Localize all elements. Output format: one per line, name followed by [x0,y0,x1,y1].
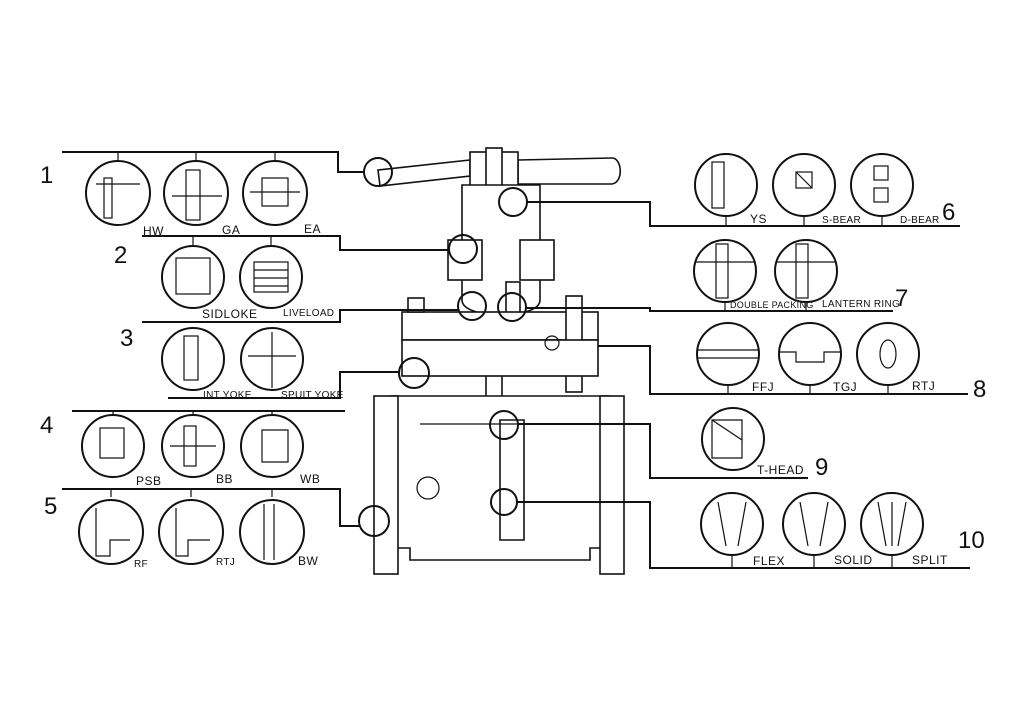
detail-tgj [778,322,842,386]
bolt-left [407,297,425,313]
detail-wb [240,414,304,478]
detail-psb [81,414,145,478]
label-d-bear: D-BEAR [900,215,940,226]
leader-1 [62,151,364,173]
detail-liveload [239,245,303,309]
label-psb: PSB [136,474,162,488]
detail-ys [694,153,758,217]
detail-t-head [701,407,765,471]
detail-spuit-yoke [240,327,304,391]
detail-ffj [696,322,760,386]
group-number-3: 3 [120,325,133,352]
detail-ga [163,160,229,226]
body-port [416,476,440,500]
end-flange-left [373,395,399,575]
handwheel-spoke-right [517,157,622,185]
label-tgj: TGJ [833,380,857,394]
group-number-7: 7 [895,285,908,312]
detail-rtj-joint [856,322,920,386]
label-ea: EA [304,222,321,236]
group-number-9: 9 [815,454,828,481]
detail-int-yoke [161,327,225,391]
group-number-1: 1 [40,162,53,189]
leader-8 [598,345,968,395]
label-t-head: T-HEAD [757,463,804,477]
detail-rtj [158,499,224,565]
leader-5 [62,488,359,527]
group-number-6: 6 [942,199,955,226]
leader-6 [527,201,960,227]
label-int-yoke: INT YOKE [203,390,252,401]
yoke-nut-right [519,239,555,281]
label-bw: BW [298,554,319,568]
detail-flex [700,492,764,556]
callout-circle-yoke [457,291,487,321]
label-wb: WB [300,472,320,486]
label-rtj-joint: RTJ [912,379,935,393]
leader-9 [518,423,808,479]
detail-s-bear [772,153,836,217]
leader-3a [142,309,458,323]
leader-10 [517,501,970,569]
label-rtj: RTJ [216,557,235,568]
detail-rf [78,499,144,565]
detail-ea [242,160,308,226]
label-solid: SOLID [834,553,873,567]
group-number-4: 4 [40,412,53,439]
label-s-bear: S-BEAR [822,215,861,226]
detail-split [860,492,924,556]
detail-hw [85,160,151,226]
label-hw: HW [143,224,164,238]
leader-lines [62,151,970,569]
label-lantern-ring: LANTERN RING [822,299,900,310]
label-liveload: LIVELOAD [283,308,334,319]
end-flange-right [599,395,625,575]
label-spuit-yoke: SPUIT YOKE [281,390,344,401]
label-ffj: FFJ [752,380,774,394]
detail-lantern-ring [774,239,838,303]
label-ga: GA [222,223,240,237]
detail-sidloke [161,245,225,309]
callout-circle-end-connection [358,505,390,537]
group-number-5: 5 [44,493,57,520]
detail-double-packing [693,239,757,303]
label-split: SPLIT [912,553,948,567]
detail-bw [239,499,305,565]
group-number-8: 8 [973,376,986,403]
label-flex: FLEX [753,554,785,568]
detail-d-bear [850,153,914,217]
callout-circle-bonnet [544,335,560,351]
label-bb: BB [216,472,233,486]
leader-3 [168,371,399,399]
leader-7 [526,307,893,312]
group-number-2: 2 [114,242,127,269]
label-double-packing: DOUBLE PACKING [730,300,814,310]
wedge [499,419,525,541]
label-ys: YS [750,212,767,226]
bonnet [401,339,599,377]
leader-2 [142,235,449,251]
gate-valve-drawing [358,147,625,575]
detail-bb [161,414,225,478]
group-number-10: 10 [958,527,985,554]
label-sidloke: SIDLOKE [202,307,258,321]
label-rf: RF [134,559,148,570]
detail-solid [782,492,846,556]
